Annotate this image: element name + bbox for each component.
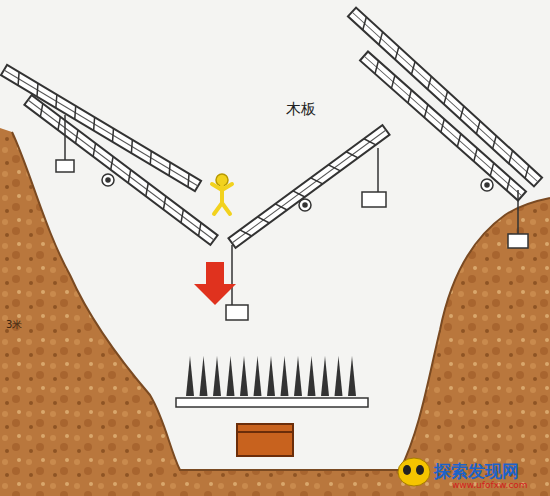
fall-arrow (194, 262, 236, 305)
plank (348, 8, 542, 187)
plank (228, 125, 389, 248)
earth (0, 128, 550, 496)
wooden-planks (1, 8, 542, 248)
plank (24, 95, 217, 245)
base-block (237, 424, 293, 456)
pulleys (102, 174, 493, 211)
watermark-url: www.ufofxw.com (452, 480, 528, 490)
plank (1, 65, 201, 191)
dimension-label: 3米 (6, 318, 22, 332)
logo-icon (398, 458, 430, 486)
spikes (186, 356, 356, 396)
weights (56, 115, 528, 320)
watermark: 探索发现网 (434, 460, 519, 483)
plank (360, 52, 526, 201)
pit-wall (12, 132, 550, 470)
falling-person (212, 174, 232, 214)
part-label: 木板 (286, 100, 316, 119)
spike-board (176, 398, 368, 407)
